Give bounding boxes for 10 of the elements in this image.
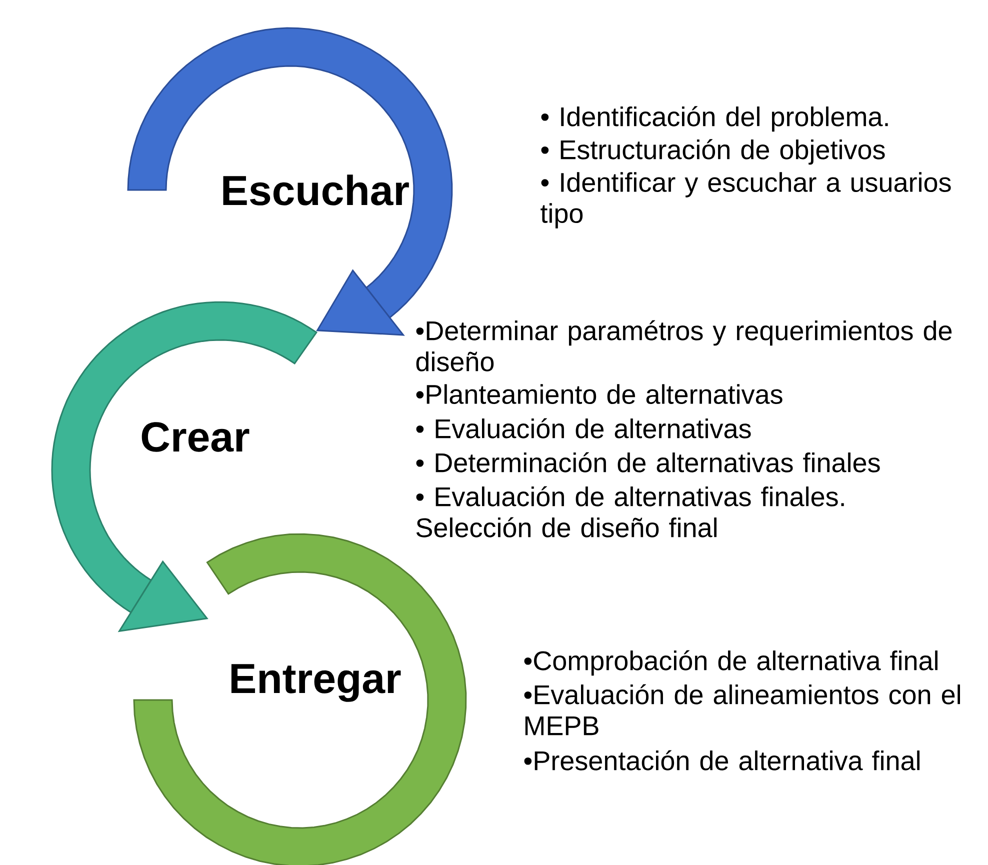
bullet-item: • Identificar y escuchar a usuarios tipo — [540, 172, 951, 228]
bullet-item: •Determinar paramétros y requerimientos de diseño — [416, 320, 952, 372]
bullet-item: • Estructuración de objetivos — [541, 139, 885, 165]
bullet-item: • Determinación de alternativas finales — [416, 452, 880, 472]
bullet-item: • Evaluación de alternativas — [416, 418, 751, 438]
bullet-item: •Comprobación de alternativa final — [524, 650, 938, 676]
bullet-item: •Presentación de alternativa final — [524, 750, 920, 770]
bullet-item: •Evaluación de alineamientos con el MEPB — [524, 684, 960, 736]
bullet-item: • Identificación del problema. — [541, 106, 888, 132]
bullet-item: •Planteamiento de alternativas — [416, 384, 782, 404]
